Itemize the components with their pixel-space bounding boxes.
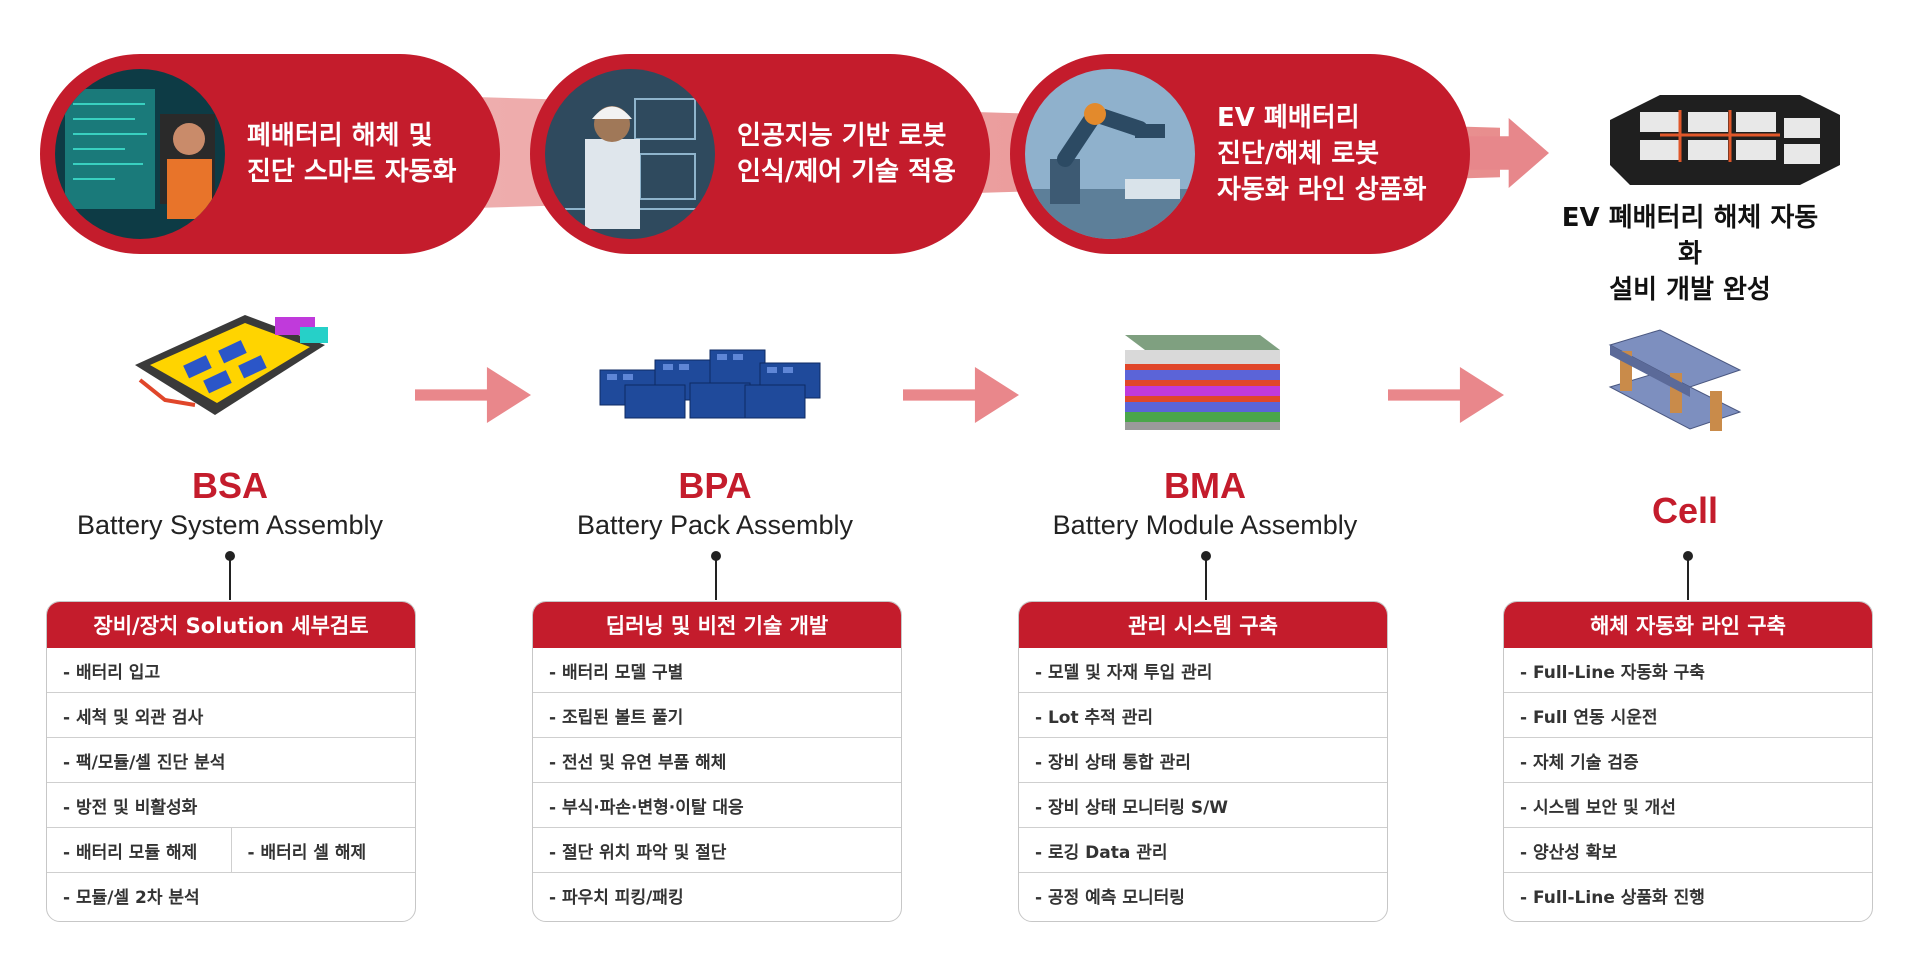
stem-cell <box>1683 551 1693 600</box>
list-item: - 파우치 피킹/패킹 <box>549 888 684 908</box>
stage-code-bsa: BSA <box>191 465 268 506</box>
list-item: - 모듈/셀 2차 분석 <box>63 888 200 908</box>
list-item: - 양산성 확보 <box>1504 828 1872 873</box>
list-item: - 배터리 입고 <box>47 648 415 693</box>
goal-title: EV 폐배터리 해체 자동화 설비 개발 완성 <box>1561 203 1819 305</box>
step-pill-1: 폐배터리 해체 및 진단 스마트 자동화 <box>40 54 500 254</box>
list-item: - 모델 및 자재 투입 관리 <box>1019 648 1387 693</box>
step-pill-2: 인공지능 기반 로봇 인식/제어 기술 적용 <box>530 54 990 254</box>
card-title: 딥러닝 및 비전 기술 개발 <box>533 602 901 648</box>
card-title: 장비/장치 Solution 세부검토 <box>47 602 415 648</box>
card-title: 관리 시스템 구축 <box>1019 602 1387 648</box>
card-cell: 해체 자동화 라인 구축 - Full-Line 자동화 구축 - Full 연… <box>1503 601 1873 922</box>
list-item: - Full-Line 자동화 구축 <box>1504 648 1872 693</box>
stage-code-cell: Cell <box>1651 490 1719 531</box>
list-item-split: - 배터리 모듈 해제 - 배터리 셀 해제 <box>47 828 415 873</box>
bma-image <box>1110 325 1290 435</box>
list-item: - 배터리 모델 구별 <box>533 648 901 693</box>
bsa-image <box>125 305 335 435</box>
list-item: - 장비 상태 통합 관리 <box>1019 738 1387 783</box>
card-bpa: 딥러닝 및 비전 기술 개발 - 배터리 모델 구별 - 조립된 볼트 풀기 -… <box>532 601 902 922</box>
stage-name-bma: Battery Module Assembly <box>1052 510 1358 540</box>
card-bma: 관리 시스템 구축 - 모델 및 자재 투입 관리 - Lot 추적 관리 - … <box>1018 601 1388 922</box>
step-caption-1: 폐배터리 해체 및 진단 스마트 자동화 <box>247 121 457 187</box>
engineer-screen-photo <box>55 69 225 239</box>
stage-name-bsa: Battery System Assembly <box>76 510 384 540</box>
cell-image <box>1600 325 1750 450</box>
list-item: - 세척 및 외관 검사 <box>47 693 415 738</box>
stem-bpa <box>711 551 721 600</box>
flow-arrow-1-icon <box>415 367 531 423</box>
list-item: - 팩/모듈/셀 진단 분석 <box>47 738 415 783</box>
list-item: - 시스템 보안 및 개선 <box>1504 783 1872 828</box>
flow-arrow-3-icon <box>1388 367 1504 423</box>
engineer-hardhat-photo <box>545 69 715 239</box>
robot-arm-photo <box>1025 69 1195 239</box>
ev-battery-pack-image <box>1600 80 1850 190</box>
card-bsa: 장비/장치 Solution 세부검토 - 배터리 입고 - 세척 및 외관 검… <box>46 601 416 922</box>
bpa-image <box>595 345 825 420</box>
list-item: - 부식·파손·변형·이탈 대응 <box>533 783 901 828</box>
step-caption-2: 인공지능 기반 로봇 인식/제어 기술 적용 <box>737 121 956 187</box>
list-item: - 공정 예측 모니터링 <box>1035 888 1185 908</box>
list-item: - 로깅 Data 관리 <box>1019 828 1387 873</box>
list-item: - 장비 상태 모니터링 S/W <box>1019 783 1387 828</box>
list-item: - 배터리 셀 해제 <box>230 828 416 872</box>
step-pill-3: EV 폐배터리 진단/해체 로봇 자동화 라인 상품화 <box>1010 54 1470 254</box>
list-item: - 자체 기술 검증 <box>1504 738 1872 783</box>
list-item: - Lot 추적 관리 <box>1019 693 1387 738</box>
list-item: - 방전 및 비활성화 <box>47 783 415 828</box>
list-item: - 배터리 모듈 해제 <box>63 842 198 863</box>
stage-name-bpa: Battery Pack Assembly <box>576 510 854 540</box>
list-item: - 전선 및 유연 부품 해체 <box>533 738 901 783</box>
list-item: - 조립된 볼트 풀기 <box>533 693 901 738</box>
card-title: 해체 자동화 라인 구축 <box>1504 602 1872 648</box>
stem-bsa <box>225 551 235 600</box>
step-caption-3: EV 폐배터리 진단/해체 로봇 자동화 라인 상품화 <box>1217 103 1427 205</box>
stage-code-bma: BMA <box>1164 465 1246 506</box>
stage-code-bpa: BPA <box>678 465 752 506</box>
stem-bma <box>1201 551 1211 600</box>
list-item: - 절단 위치 파악 및 절단 <box>533 828 901 873</box>
list-item: - Full-Line 상품화 진행 <box>1520 888 1705 908</box>
list-item: - Full 연동 시운전 <box>1504 693 1872 738</box>
flow-arrow-2-icon <box>903 367 1019 423</box>
